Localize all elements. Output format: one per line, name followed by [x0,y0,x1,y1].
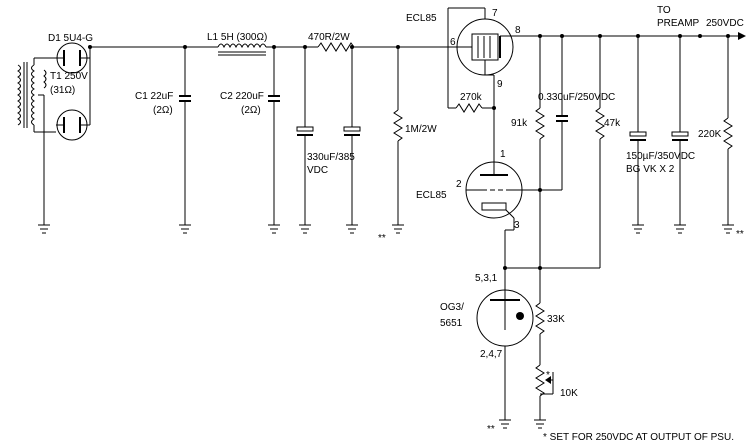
label-c2-res: (2Ω) [241,105,261,116]
resistor-470r [317,42,452,52]
label-star-star-2: ** [736,229,744,240]
label-pins-531: 5,3,1 [475,273,498,284]
label-10k: 10K [560,388,578,399]
label-star-star-3: ** [487,424,495,435]
label-1m: 1M/2W [405,124,437,135]
capacitor-c2 [268,45,280,234]
resistor-33k [535,266,545,365]
capacitor-330uf-a [296,45,314,234]
label-pins-247: 2,4,7 [480,349,503,360]
inductor-l1 [210,43,318,56]
label-pin9: 9 [497,79,503,90]
label-330uf-a: 330uF/385 [307,152,355,163]
label-91k: 91k [511,118,528,129]
label-330nf: 0.330uF/250VDC [538,92,615,103]
label-330uf-b: VDC [307,165,328,176]
resistor-91k [535,34,545,268]
capacitor-150uf-b [671,34,689,234]
label-pin6: 6 [450,37,456,48]
label-150uf-a: 150µF/350VDC [626,151,695,162]
label-star-star-1: ** [378,233,386,244]
label-33k: 33K [547,314,565,325]
capacitor-150uf-a [629,34,647,234]
label-d1: D1 5U4-G [48,33,93,44]
label-c2-val: C2 220uF [220,91,264,102]
label-470r: 470R/2W [308,32,350,43]
resistor-47k [595,34,605,268]
capacitor-330uf-b [343,45,361,234]
tube-ecl85-pentode [447,7,700,150]
transformer-t1 [17,57,56,234]
grid-wiring [508,188,562,192]
capacitor-330nf [556,34,568,190]
label-pin8: 8 [515,25,521,36]
label-pin3: 3 [514,220,520,231]
label-ecl85-bot: ECL85 [416,190,447,201]
rectifier-d1 [56,42,210,141]
label-ecl85-top: ECL85 [406,13,437,24]
label-c1-val: C1 22uF [135,91,173,102]
label-out-v: 250VDC [706,18,744,29]
footnote: * SET FOR 250VDC AT OUTPUT OF PSU. [543,432,734,443]
label-47k: 47k [604,118,621,129]
capacitor-c1 [179,45,191,234]
label-t1-volts: T1 250V [50,71,88,82]
label-preamp: PREAMP [657,18,700,29]
label-og3-a: OG3/ [440,302,464,313]
label-star-pot: * [546,370,550,381]
label-pin1: 1 [500,149,506,160]
tube-ecl85-triode [465,150,600,269]
label-220k: 220K [698,129,722,140]
label-270k: 270k [460,92,483,103]
label-l1: L1 5H (300Ω) [207,32,267,43]
output-node [698,32,746,234]
label-pin2: 2 [456,179,462,190]
label-pin7: 7 [492,8,498,19]
label-og3-b: 5651 [440,318,463,329]
tube-og3-5651 [476,266,534,429]
resistor-1m [392,45,404,234]
label-c1-res: (2Ω) [153,105,173,116]
label-150uf-b: BG VK X 2 [626,164,675,175]
potentiometer-10k [534,364,554,429]
label-t1-res: (31Ω) [50,85,75,96]
label-to: TO [657,5,671,16]
